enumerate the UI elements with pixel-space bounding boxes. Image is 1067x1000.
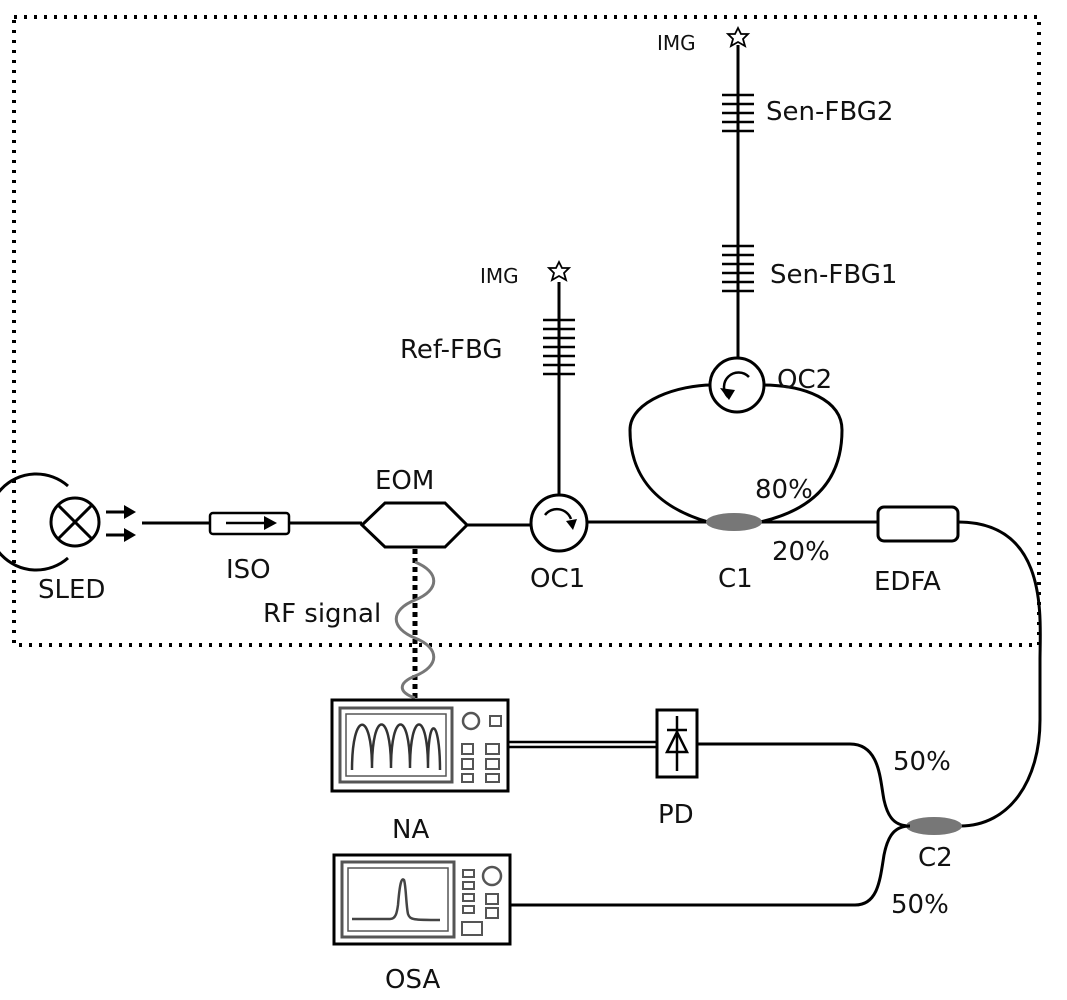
loop-left — [628, 383, 713, 524]
oc2-label: OC2 — [777, 365, 832, 395]
na-label: NA — [392, 815, 429, 845]
sled-source — [0, 472, 136, 572]
ref-fbg-grating — [543, 318, 575, 376]
star-icon — [546, 259, 572, 282]
osa-instrument — [332, 853, 512, 946]
arrow-right-icon — [264, 516, 277, 530]
edfa-amplifier — [876, 505, 960, 543]
osa-screen-trace — [352, 878, 441, 922]
c1-upper-ratio: 80% — [755, 475, 813, 505]
rf-signal-label: RF signal — [263, 599, 381, 629]
c1-label: C1 — [718, 564, 753, 594]
c2-coupler — [906, 817, 962, 835]
sled-label: SLED — [38, 575, 105, 605]
sensing-unit-boundary — [12, 15, 1041, 647]
oc1-label: OC1 — [530, 564, 585, 594]
c1-coupler — [706, 513, 762, 531]
osa-label: OSA — [385, 965, 440, 995]
ref-fbg-label: Ref-FBG — [400, 335, 503, 365]
c2-upper-ratio: 50% — [893, 747, 951, 777]
edfa-label: EDFA — [874, 567, 941, 597]
sen-fbg1-label: Sen-FBG1 — [770, 260, 897, 290]
fiber-c2-osa — [510, 824, 911, 907]
na-screen-trace — [350, 723, 442, 771]
c1-lower-ratio: 20% — [772, 537, 830, 567]
na-instrument — [330, 698, 510, 793]
c2-lower-ratio: 50% — [891, 890, 949, 920]
img-ref-label: IMG — [480, 264, 519, 288]
fiber-pd-c2 — [697, 742, 911, 828]
eom-label: EOM — [375, 466, 434, 496]
isolator — [208, 511, 291, 536]
star-icon — [725, 25, 751, 48]
circular-arrow-icon — [544, 507, 573, 520]
sen-fbg2-grating — [722, 93, 754, 133]
sen-fbg2-label: Sen-FBG2 — [766, 97, 893, 127]
oc1-circulator — [529, 493, 589, 553]
loop-right — [759, 383, 844, 524]
sen-fbg1-grating — [722, 244, 754, 293]
iso-label: ISO — [226, 555, 271, 585]
fiber-edfa-c2 — [957, 520, 1042, 828]
eom-modulator — [359, 501, 470, 549]
rf-wave — [394, 560, 436, 700]
photodetector — [655, 708, 699, 779]
c2-label: C2 — [918, 843, 953, 873]
pd-label: PD — [658, 800, 694, 830]
oc2-circulator — [708, 356, 766, 414]
img-top-label: IMG — [657, 31, 696, 55]
